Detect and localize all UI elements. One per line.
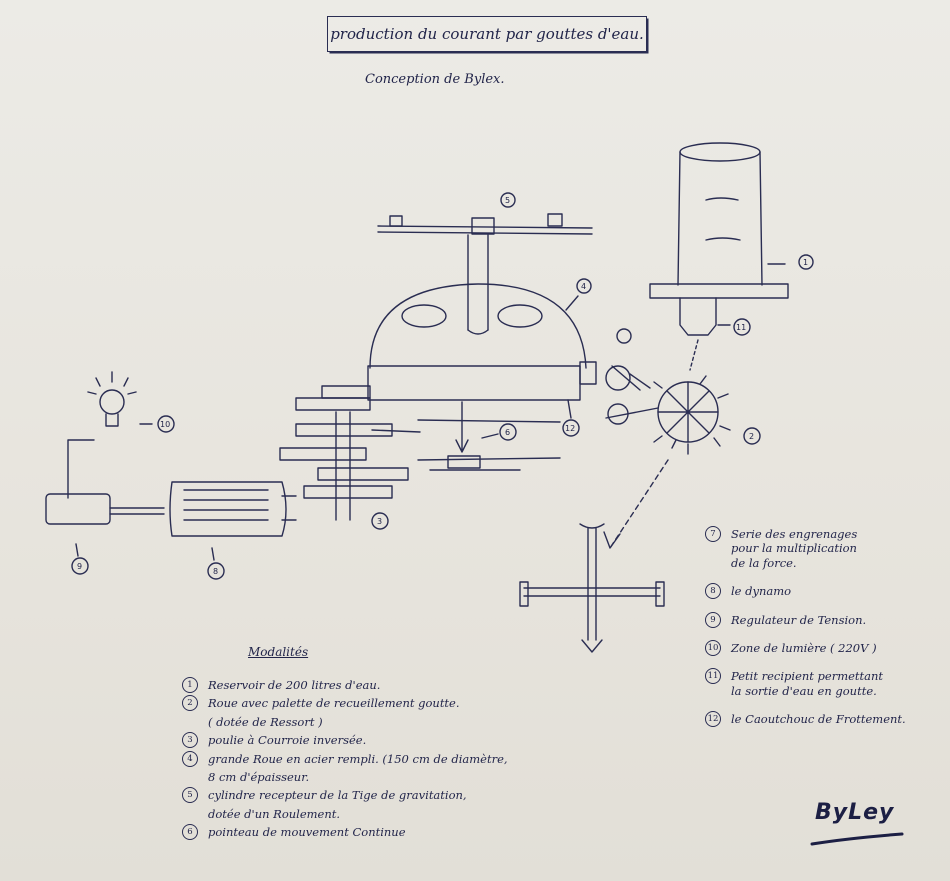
legend-number: 9 [705,611,721,628]
legend-text-continued: la sortie d'eau en goutte. [731,683,877,698]
legend-text-continued: 8 cm d'épaisseur. [208,769,310,784]
svg-text:3: 3 [377,517,382,526]
page-subtitle: Conception de Bylex. [365,72,505,87]
legend-text-continued: de la force. [731,555,797,570]
legend-number: 11 [705,668,721,685]
legend-text-continued: ( dotée de Ressort ) [208,714,323,729]
pulley-wheel-drawing [603,328,761,549]
legend-text: Reservoir de 200 litres d'eau. [208,678,381,692]
svg-text:2: 2 [749,432,754,441]
legend-text: poulie à Courroie inversée. [208,733,367,748]
legend-text-continued: pour la multiplication [731,541,857,556]
legend-item: 5 cylindre recepteur de la Tige de gravit… [182,787,508,804]
page-title: production du courant par gouttes d'eau. [327,16,647,52]
gear-series-drawing [279,385,421,530]
legend-text: cylindre recepteur de la Tige de gravita… [208,788,467,803]
legend-number: 5 [182,787,198,804]
legend-number: 10 [705,639,721,656]
signature-underline [810,832,904,846]
legend-number: 6 [182,824,198,840]
legend-item: 2 Roue avec palette de recueillement gout… [182,695,508,712]
legend-item: 12 le Caoutchouc de Frottement. [705,711,906,727]
svg-text:8: 8 [213,567,218,576]
svg-text:12: 12 [565,424,575,433]
signature: ByLey [815,800,895,825]
legend-number: 1 [182,677,198,693]
legend-item: 1 Reservoir de 200 litres d'eau. [182,677,508,693]
lamp-drawing [87,371,175,433]
legend-number: 12 [705,711,721,727]
legend-left: 1 Reservoir de 200 litres d'eau. 2 Roue av… [182,677,508,843]
legend-text: Zone de lumière ( 220V ) [731,640,877,655]
svg-text:4: 4 [581,282,586,291]
cylinder-drawing [377,192,593,335]
legend-item: 6 pointeau de mouvement Continue [182,824,508,840]
big-wheel-drawing [367,278,597,471]
legend-item: 10 Zone de lumière ( 220V ) [705,639,906,656]
legend-right: 7 Serie des engrenages pour la multiplica… [705,526,906,740]
legend-item: 7 Serie des engrenages [705,526,906,542]
legend-number: 3 [182,732,198,749]
dynamo-regulator-drawing [45,439,297,580]
legend-text-continued: dotée d'un Roulement. [208,806,341,821]
svg-text:10: 10 [160,420,170,429]
legend-number: 4 [182,750,198,767]
legend-heading: Modalités [248,645,309,659]
legend-item: 3 poulie à Courroie inversée. [182,732,508,749]
svg-text:9: 9 [77,562,82,571]
legend-item: 8 le dynamo [705,583,906,600]
legend-item: 9 Regulateur de Tension. [705,611,906,628]
legend-number: 7 [705,526,721,542]
legend-text: Roue avec palette de recueillement goutt… [208,696,460,711]
legend-text: grande Roue en acier rempli. (150 cm de … [208,751,508,766]
legend-item: 11 Petit recipient permettant [705,668,906,685]
svg-text:5: 5 [505,196,510,205]
legend-text: Petit recipient permettant [731,669,884,684]
legend-text: Serie des engrenages [731,527,858,541]
legend-text: pointeau de mouvement Continue [208,825,406,839]
legend-text: Regulateur de Tension. [731,612,867,627]
svg-text:6: 6 [505,428,510,437]
svg-text:11: 11 [736,323,746,332]
svg-text:1: 1 [803,258,808,267]
legend-number: 8 [705,583,721,600]
callout-labels: 1 2 3 4 5 6 7 8 9 10 11 12 [77,196,808,576]
needle-drawing [519,523,665,653]
legend-text: le Caoutchouc de Frottement. [731,712,906,726]
legend-number: 2 [182,695,198,712]
legend-text: le dynamo [731,584,792,599]
legend-item: 4 grande Roue en acier rempli. (150 cm de… [182,750,508,767]
reservoir-drawing [649,142,814,371]
